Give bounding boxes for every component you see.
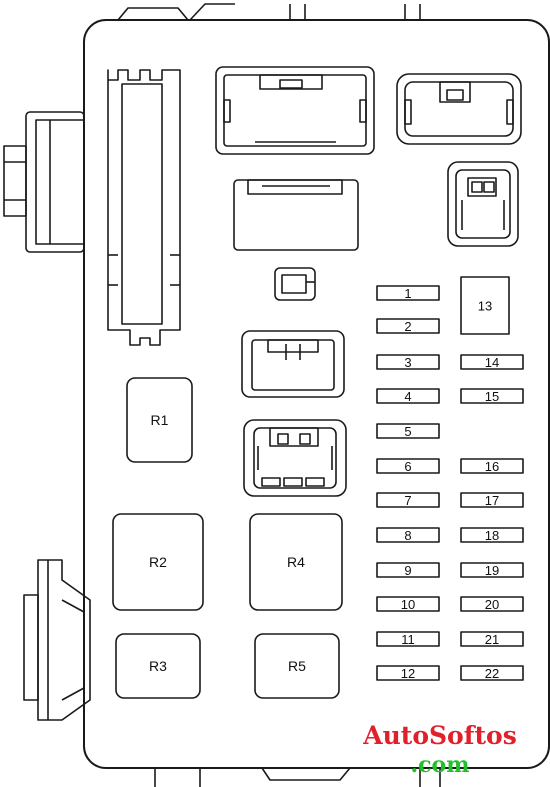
top-connector-large bbox=[215, 66, 375, 155]
watermark-line2: .com bbox=[410, 752, 469, 778]
fuse-outline bbox=[460, 492, 524, 508]
fuse-label: 5 bbox=[404, 424, 411, 439]
relay-slot-r5: R5 bbox=[254, 633, 340, 699]
fuse-label: 17 bbox=[485, 493, 499, 508]
fuse-outline bbox=[376, 596, 440, 612]
fuse-label: 16 bbox=[485, 459, 499, 474]
fuse-label: 10 bbox=[401, 597, 415, 612]
relay-outline bbox=[115, 633, 201, 699]
fuse-label: 1 bbox=[404, 286, 411, 301]
fuse-slot-6: 6 bbox=[376, 458, 440, 474]
fuse-slot-5: 5 bbox=[376, 423, 440, 439]
top-connector-small bbox=[396, 73, 522, 145]
right-vertical-connector bbox=[447, 161, 519, 247]
fuse-outline bbox=[376, 423, 440, 439]
fuse-outline bbox=[460, 276, 510, 335]
side-connector-lower bbox=[23, 559, 91, 721]
fuse-label: 22 bbox=[485, 666, 499, 681]
fuse-outline bbox=[376, 354, 440, 370]
fuse-label: 14 bbox=[485, 355, 499, 370]
fuse-outline bbox=[460, 458, 524, 474]
fuse-slot-9: 9 bbox=[376, 562, 440, 578]
fuse-outline bbox=[376, 458, 440, 474]
fuse-slot-2: 2 bbox=[376, 318, 440, 334]
fuse-outline bbox=[460, 354, 524, 370]
center-connector-a bbox=[241, 330, 345, 398]
fuse-slot-4: 4 bbox=[376, 388, 440, 404]
fuse-outline bbox=[460, 527, 524, 543]
fuse-outline bbox=[460, 665, 524, 681]
mid-connector-block bbox=[233, 179, 359, 251]
relay-slot-r4: R4 bbox=[249, 513, 343, 611]
fuse-outline bbox=[460, 562, 524, 578]
fuse-label: 15 bbox=[485, 389, 499, 404]
fuse-slot-3: 3 bbox=[376, 354, 440, 370]
fuse-label: 9 bbox=[404, 563, 411, 578]
fuse-outline bbox=[460, 631, 524, 647]
relay-outline bbox=[112, 513, 204, 611]
fuse-label: 8 bbox=[404, 528, 411, 543]
fuse-outline bbox=[376, 285, 440, 301]
tiny-connector bbox=[274, 267, 316, 301]
fuse-outline bbox=[376, 562, 440, 578]
fuse-slot-15: 15 bbox=[460, 388, 524, 404]
fuse-label: 21 bbox=[485, 632, 499, 647]
fuse-label: 11 bbox=[401, 632, 415, 647]
fuse-label: 13 bbox=[478, 299, 492, 314]
fuse-label: 12 bbox=[401, 666, 415, 681]
fuse-slot-11: 11 bbox=[376, 631, 440, 647]
fuse-slot-13: 13 bbox=[460, 276, 510, 335]
fuse-slot-16: 16 bbox=[460, 458, 524, 474]
relay-outline bbox=[254, 633, 340, 699]
center-connector-b bbox=[243, 419, 347, 497]
relay-label: R3 bbox=[149, 658, 167, 674]
fuse-outline bbox=[460, 388, 524, 404]
fuse-label: 19 bbox=[485, 563, 499, 578]
fuse-slot-12: 12 bbox=[376, 665, 440, 681]
fuse-slot-1: 1 bbox=[376, 285, 440, 301]
fuse-slot-19: 19 bbox=[460, 562, 524, 578]
relay-label: R4 bbox=[287, 554, 305, 570]
fuse-label: 4 bbox=[404, 389, 411, 404]
fuse-slot-21: 21 bbox=[460, 631, 524, 647]
fuse-slot-20: 20 bbox=[460, 596, 524, 612]
fuse-label: 7 bbox=[404, 493, 411, 508]
fuse-outline bbox=[376, 318, 440, 334]
fuse-outline bbox=[376, 527, 440, 543]
relay-outline bbox=[249, 513, 343, 611]
relay-slot-r1: R1 bbox=[126, 377, 193, 463]
fuse-label: 18 bbox=[485, 528, 499, 543]
fuse-slot-10: 10 bbox=[376, 596, 440, 612]
fuse-slot-18: 18 bbox=[460, 527, 524, 543]
fuse-slot-14: 14 bbox=[460, 354, 524, 370]
fuse-outline bbox=[376, 665, 440, 681]
fuse-outline bbox=[376, 388, 440, 404]
fuse-slot-17: 17 bbox=[460, 492, 524, 508]
relay-label: R1 bbox=[151, 412, 169, 428]
relay-label: R5 bbox=[288, 658, 306, 674]
fuse-outline bbox=[376, 492, 440, 508]
relay-slot-r2: R2 bbox=[112, 513, 204, 611]
watermark: AutoSoftos .com bbox=[362, 721, 517, 778]
relay-outline bbox=[126, 377, 193, 463]
fuse-outline bbox=[376, 631, 440, 647]
fuse-outline bbox=[460, 596, 524, 612]
housing-outline bbox=[83, 3, 550, 787]
side-connector-upper bbox=[3, 111, 85, 253]
fuse-slot-7: 7 bbox=[376, 492, 440, 508]
relay-slot-r3: R3 bbox=[115, 633, 201, 699]
fuse-label: 2 bbox=[404, 319, 411, 334]
relay-label: R2 bbox=[149, 554, 167, 570]
fuse-label: 3 bbox=[404, 355, 411, 370]
fuse-slot-22: 22 bbox=[460, 665, 524, 681]
fuse-slot-8: 8 bbox=[376, 527, 440, 543]
watermark-line1: AutoSoftos bbox=[362, 721, 517, 750]
fuse-label: 6 bbox=[404, 459, 411, 474]
vertical-connector bbox=[107, 69, 181, 346]
fuse-label: 20 bbox=[485, 597, 499, 612]
